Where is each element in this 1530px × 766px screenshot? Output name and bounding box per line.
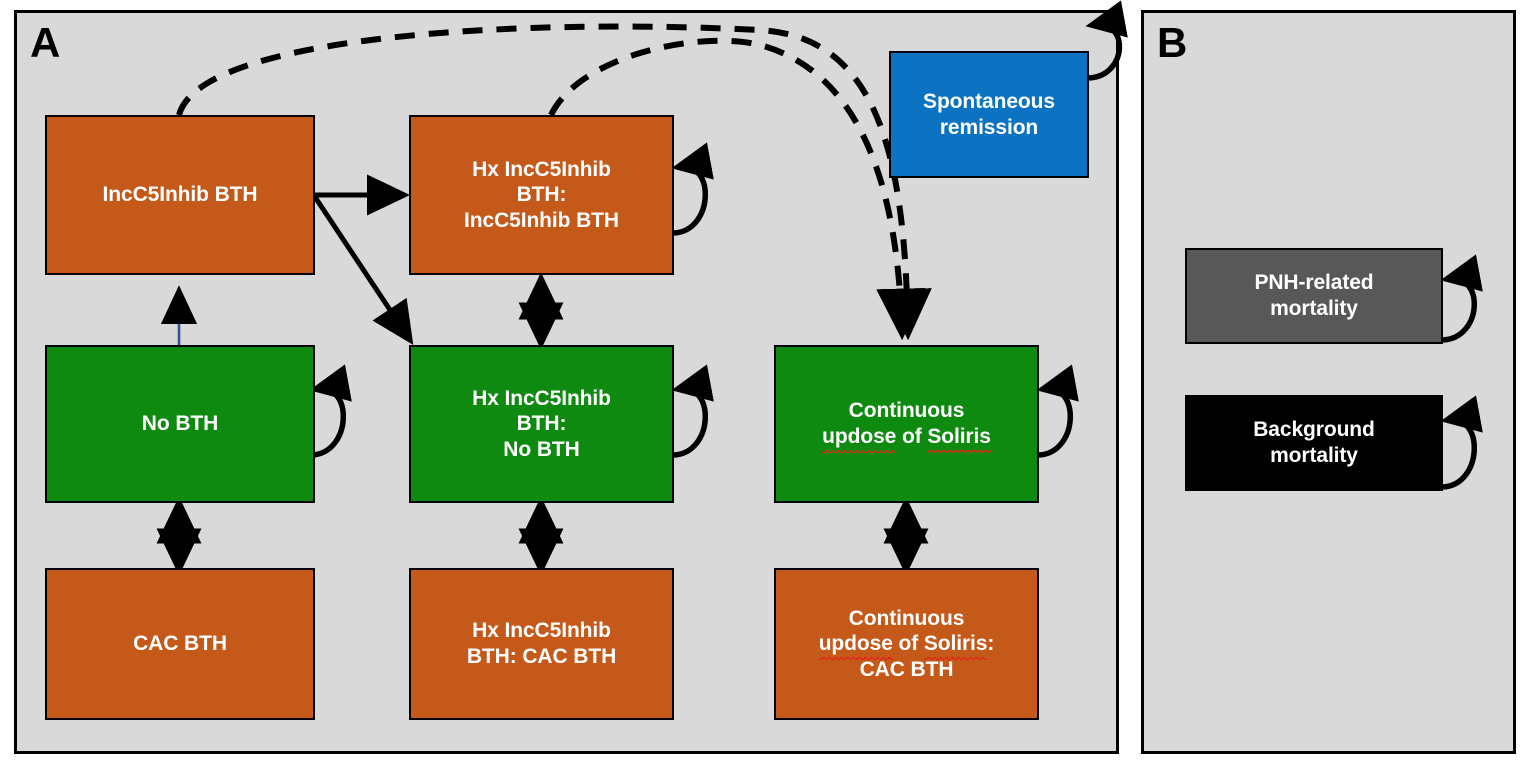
node-incc5inhib-bth[interactable]: IncC5Inhib BTH [45, 115, 315, 275]
node-label: Background mortality [1253, 418, 1375, 467]
misspelled-word-soliris: Soliris [923, 632, 988, 660]
node-label-line1: Continuous [848, 606, 965, 630]
node-continuous-updose-of-soliris-cac-bth[interactable]: Continuous updose of Soliris: CAC BTH [774, 568, 1039, 720]
node-continuous-updose-of-soliris[interactable]: Continuous updose of Soliris [774, 345, 1039, 503]
node-hx-incc5inhib-bth-cac-bth[interactable]: Hx IncC5Inhib BTH: CAC BTH [409, 568, 674, 720]
node-label: CAC BTH [133, 632, 227, 656]
node-label: Hx IncC5Inhib BTH: IncC5Inhib BTH [464, 157, 619, 232]
node-label-line3: CAC BTH [859, 657, 954, 681]
node-label-of: of [896, 425, 928, 448]
node-spontaneous-remission[interactable]: Spontaneous remission [889, 51, 1089, 178]
node-hx-incc5inhib-bth-incc5inhib-bth[interactable]: Hx IncC5Inhib BTH: IncC5Inhib BTH [409, 115, 674, 275]
node-label: Spontaneous remission [923, 89, 1055, 139]
node-background-mortality[interactable]: Background mortality [1185, 395, 1443, 491]
misspelled-word-updose: updose [822, 425, 897, 453]
node-pnh-related-mortality[interactable]: PNH-related mortality [1185, 248, 1443, 344]
node-label: Hx IncC5Inhib BTH: No BTH [472, 386, 611, 461]
node-label-line1: Continuous [848, 399, 965, 423]
node-label: Continuous updose of Soliris [822, 398, 991, 453]
node-label: No BTH [141, 412, 219, 436]
misspelled-word-updose: updose [818, 632, 893, 660]
node-label: IncC5Inhib BTH [102, 183, 258, 207]
node-label: Hx IncC5Inhib BTH: CAC BTH [466, 619, 617, 668]
node-cac-bth[interactable]: CAC BTH [45, 568, 315, 720]
misspelled-word-soliris: Soliris [927, 425, 991, 453]
panel-b [1141, 10, 1516, 754]
panel-b-letter: B [1157, 19, 1188, 66]
node-hx-incc5inhib-bth-no-bth[interactable]: Hx IncC5Inhib BTH: No BTH [409, 345, 674, 503]
node-label-of: of [892, 632, 924, 656]
node-label-colon: : [987, 632, 995, 656]
node-no-bth[interactable]: No BTH [45, 345, 315, 503]
node-label: Continuous updose of Soliris: CAC BTH [818, 606, 995, 683]
panel-a-letter: A [30, 19, 61, 66]
node-label: PNH-related mortality [1254, 271, 1374, 320]
